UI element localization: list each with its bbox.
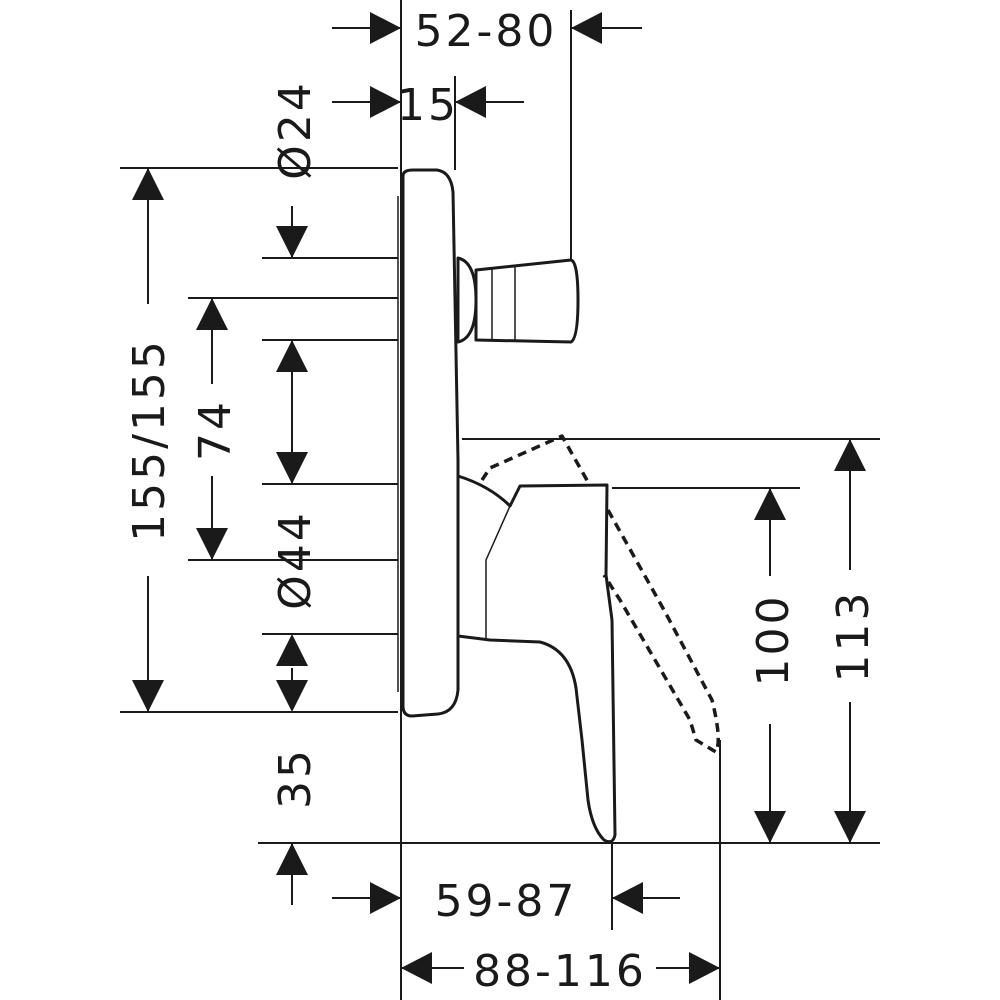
dim-socket-width: 52-80 <box>415 6 558 57</box>
diverter-collar <box>456 256 478 344</box>
cover-plate <box>401 168 460 718</box>
dim-height-113: 113 <box>828 590 879 683</box>
dim-height-100: 100 <box>748 594 799 687</box>
dim-height-35: 35 <box>270 747 321 809</box>
mixer-outline <box>397 168 720 844</box>
lever-open-position <box>480 434 720 754</box>
dim-projection-lever: 59-87 <box>435 876 578 927</box>
diverter-knob <box>474 258 580 344</box>
dimension-labels: 52-80 15 Ø24 155/155 74 Ø44 35 100 113 5… <box>124 6 879 997</box>
extension-lines <box>120 0 880 1000</box>
dim-offset-74: 74 <box>190 399 241 461</box>
dim-height-total: 155/155 <box>124 338 175 542</box>
dim-diameter-mid: Ø44 <box>270 510 321 610</box>
lever-handle <box>456 474 617 844</box>
dim-diameter-top: Ø24 <box>270 80 321 180</box>
dim-connector-width: 15 <box>397 80 459 131</box>
dim-projection-total: 88-116 <box>473 946 647 997</box>
dimension-lines <box>132 12 866 984</box>
